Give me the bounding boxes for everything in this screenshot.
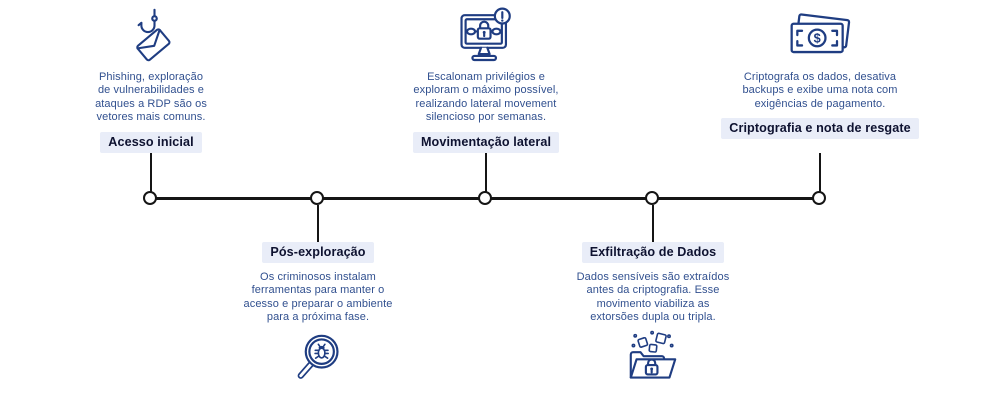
banknote-dollar-icon: $ (790, 13, 851, 54)
timeline-node-3 (478, 191, 493, 205)
phase-description: Criptografa os dados, desativa backups e… (742, 71, 898, 110)
phase-label: Exfiltração de Dados (581, 242, 725, 263)
dollar-glyph: $ (814, 31, 821, 46)
phase-label: Criptografia e nota de resgate (721, 118, 919, 140)
folder-lock-exfiltration-icon (629, 330, 677, 379)
timeline-node-5 (812, 191, 827, 205)
timeline-node-4 (645, 191, 660, 205)
connector-exfiltracao-dados (651, 205, 655, 244)
connector-movimentacao-lateral (484, 153, 488, 194)
phase-movimentacao-lateral: Escalonam privilégios e exploram o máxim… (376, 7, 596, 153)
phase-icon-box (621, 328, 685, 388)
phase-pos-exploracao: Pós-exploração Os criminosos instalam fe… (208, 242, 428, 388)
connector-acesso-inicial (149, 153, 153, 194)
phase-description: Dados sensíveis são extraídos antes da c… (576, 271, 730, 324)
phase-criptografia-nota-resgate: $ Criptografa os dados, desativa backups… (710, 7, 930, 140)
magnifier-bug-icon (297, 334, 339, 379)
phase-label: Acesso inicial (100, 131, 202, 153)
connector-criptografia (818, 153, 822, 194)
phase-icon-box (457, 7, 515, 65)
phase-icon-box (123, 7, 179, 65)
monitor-lock-warning-icon (460, 7, 511, 62)
phase-description: Phishing, exploração de vulnerabilidades… (95, 71, 207, 124)
phase-icon-box (289, 328, 347, 388)
phishing-hook-envelope-icon (136, 8, 171, 62)
phase-acesso-inicial: Phishing, exploração de vulnerabilidades… (41, 7, 261, 153)
phase-description: Os criminosos instalam ferramentas para … (243, 271, 393, 324)
phase-description: Escalonam privilégios e exploram o máxim… (413, 71, 559, 124)
phase-label: Movimentação lateral (412, 131, 560, 153)
timeline-node-2 (310, 191, 325, 205)
phase-exfiltracao-dados: Exfiltração de Dados Dados sensíveis são… (543, 242, 763, 388)
connector-pos-exploracao (316, 205, 320, 244)
timeline-node-1 (143, 191, 158, 205)
phase-icon-box: $ (786, 7, 854, 65)
phase-label: Pós-exploração (262, 242, 374, 263)
